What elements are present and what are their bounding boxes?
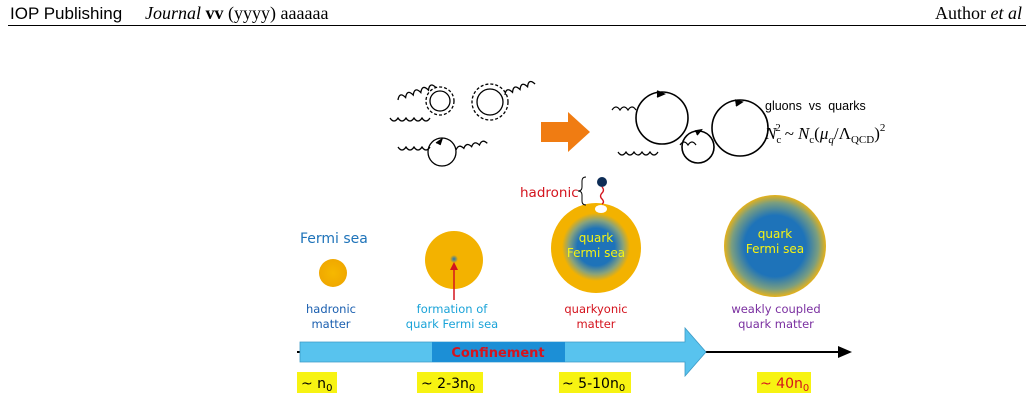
mid-quark-label: quark: [579, 231, 614, 245]
hadron-string-icon: [599, 186, 605, 205]
formula-relation: ~: [785, 124, 794, 143]
density-marker-40n0: ~ 40n0: [757, 372, 811, 394]
journal-name: Journal: [145, 3, 201, 23]
stage-caption-formation: formation of quark Fermi sea: [406, 302, 498, 331]
stage-caption-line: weakly coupled: [731, 302, 820, 316]
header-rule: [8, 25, 1026, 26]
scaling-formula: Nc2~Nc(μq/ΛQCD)2: [764, 122, 885, 146]
density-prefix: ~ 5-10n: [562, 376, 619, 392]
stage-caption-line: matter: [576, 317, 615, 331]
density-marker-5-10n0: ~ 5-10n0: [559, 372, 631, 394]
formula-lambda-sub: QCD: [851, 134, 874, 146]
formation-pointer-arrowhead: [450, 262, 458, 270]
density-sub: 0: [326, 383, 332, 394]
journal-volume: vv: [205, 3, 224, 23]
density-marker-2-3n0: ~ 2-3n0: [417, 372, 483, 394]
formula-close: ): [874, 124, 880, 143]
et-al: et al: [990, 3, 1023, 23]
large-fermi-sea-label: Fermi sea: [746, 242, 804, 256]
hadronic-matter-sphere: [319, 259, 347, 287]
stage-caption-line: hadronic: [306, 302, 356, 316]
gluons-vs-quarks-label: gluons vs quarks: [765, 99, 866, 113]
formula-lhs-base: N: [764, 124, 778, 143]
formula-rhs-sub: c: [809, 134, 814, 146]
formula-mu-sub: q: [828, 134, 834, 146]
formula-lambda: Λ: [839, 124, 852, 143]
density-sub: 0: [619, 383, 625, 394]
quark-loops-diagram: [611, 90, 769, 164]
stage-caption-line: quark matter: [738, 317, 814, 331]
transition-arrow-icon: [541, 112, 590, 152]
article-number: aaaaaa: [280, 3, 329, 23]
mid-fermi-sea-label: Fermi sea: [567, 246, 625, 260]
page-header: IOP Publishing Journal vv (yyyy) aaaaaa …: [0, 0, 1034, 26]
density-sub: 0: [469, 383, 475, 394]
svg-text:~ 5-10n0: ~ 5-10n0: [562, 376, 625, 394]
hadron-quark-light-icon: [595, 205, 607, 213]
journal-year: (yyyy): [228, 3, 276, 23]
formula-mu: μ: [819, 124, 829, 143]
publisher-name: IOP Publishing: [10, 4, 123, 23]
svg-text:~ 40n0: ~ 40n0: [760, 376, 809, 394]
journal-reference: Journal vv (yyyy) aaaaaa: [145, 3, 328, 24]
svg-text:~ 2-3n0: ~ 2-3n0: [421, 376, 475, 394]
formula-slash: /: [834, 124, 839, 143]
svg-text:Nc2~Nc(μq/ΛQCD)2: Nc2~Nc(μq/ΛQCD)2: [764, 122, 885, 146]
stage-caption-hadronic: hadronic matter: [306, 302, 356, 331]
quark-seed-dot: [450, 255, 458, 263]
hadron-quark-dark-icon: [597, 177, 607, 187]
density-prefix: ~ n: [301, 376, 326, 392]
fermi-sea-label: Fermi sea: [300, 231, 368, 247]
formula-exp: 2: [880, 122, 886, 134]
formula-lhs-sub: c: [776, 134, 781, 146]
hadronic-bracket-label: hadronic: [520, 185, 579, 201]
density-prefix: ~ 2-3n: [421, 376, 469, 392]
density-axis-arrowhead: [838, 346, 852, 358]
density-prefix: ~ 40n: [760, 376, 803, 392]
hadronic-bracket-icon: [577, 176, 587, 206]
confinement-label-box: [432, 342, 565, 362]
svg-text:~ n0: ~ n0: [301, 376, 332, 394]
author-name: Author: [935, 3, 986, 23]
stage-caption-line: formation of: [417, 302, 489, 316]
density-marker-n0: ~ n0: [297, 372, 337, 394]
large-quark-label: quark: [758, 227, 793, 241]
gluon-loops-diagram: [389, 80, 536, 167]
formula-rhs-base: N: [797, 124, 811, 143]
stage-caption-line: quark Fermi sea: [406, 317, 498, 331]
stage-caption-line: quarkyonic: [564, 302, 627, 316]
formula-lhs-sup: 2: [775, 122, 781, 134]
density-sub: 0: [803, 383, 809, 394]
stage-caption-quarkyonic: quarkyonic matter: [564, 302, 627, 331]
formula-open: (: [814, 124, 820, 143]
quark-matter-sphere: [724, 195, 826, 297]
author-line: Author et al: [935, 3, 1022, 24]
stage-caption-quark-matter: weakly coupled quark matter: [731, 302, 820, 331]
confinement-label: Confinement: [451, 346, 544, 361]
stage-caption-line: matter: [311, 317, 350, 331]
quarkyonic-core: [562, 213, 630, 281]
